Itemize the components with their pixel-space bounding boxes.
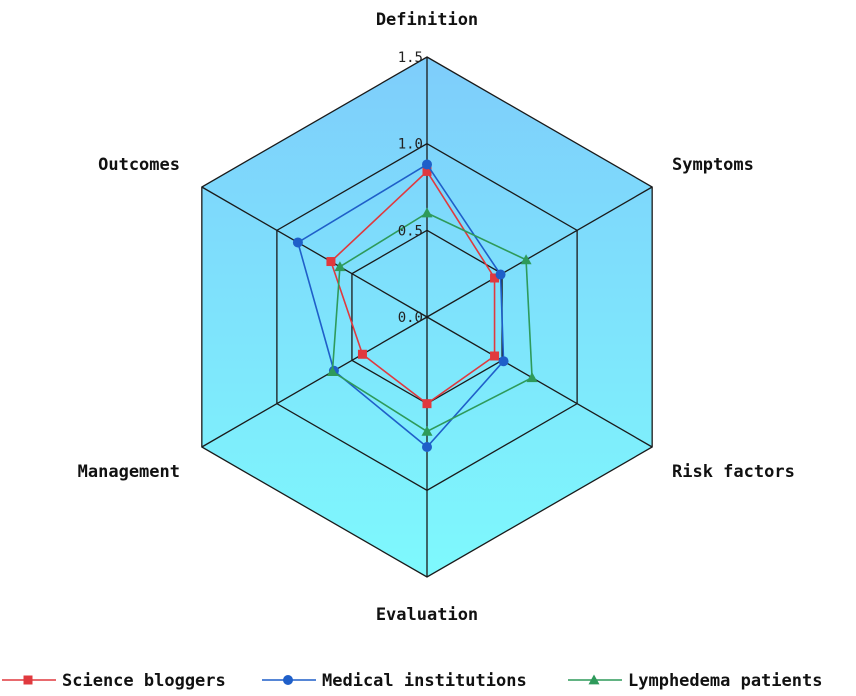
series-0: [326, 166, 500, 409]
series-0-point-5: [326, 257, 336, 267]
axis-label-4: Management: [78, 462, 180, 482]
grid-spoke-2: [426, 316, 653, 448]
series-2-point-4: [326, 366, 338, 376]
legend-marker-1: [283, 675, 293, 685]
series-1-point-5: [292, 237, 303, 248]
legend-marker-0: [23, 675, 33, 685]
legend-marker-2: [588, 674, 600, 685]
legend-item-1: Medical institutions: [262, 671, 527, 691]
chart-legend: Science bloggers Medical institutions Lymp…: [2, 671, 822, 691]
series-2-point-0: [421, 207, 433, 218]
series-0-point-4: [357, 349, 367, 359]
legend-label-0: Science bloggers: [62, 671, 226, 691]
tick-label-1: 0.5: [398, 223, 423, 239]
series-1-point-0: [422, 159, 432, 170]
series-2-point-3: [421, 425, 433, 436]
legend-label-2: Lymphedema patients: [628, 671, 822, 691]
axis-label-3: Evaluation: [376, 605, 478, 625]
legend-label-1: Medical institutions: [322, 671, 527, 691]
series-2-point-1: [520, 254, 532, 265]
axis-label-1: Symptoms: [672, 155, 754, 175]
legend-item-0: Science bloggers: [2, 671, 226, 691]
series-0-point-0: [422, 166, 432, 176]
series-0-point-3: [422, 399, 432, 409]
grid-spoke-1: [426, 186, 653, 318]
series-1-point-1: [495, 269, 506, 280]
series-0-point-1: [490, 273, 500, 283]
tick-label-0: 0.0: [398, 310, 423, 326]
series-2-point-2: [526, 372, 538, 383]
axis-label-2: Risk factors: [672, 462, 795, 482]
legend-item-2: Lymphedema patients: [568, 671, 822, 691]
series-2-point-5: [334, 261, 346, 272]
series-1-point-3: [422, 442, 432, 452]
tick-label-3: 1.5: [398, 50, 423, 66]
axis-label-5: Outcomes: [98, 155, 180, 175]
series-1-point-2: [498, 356, 509, 367]
radar-series: [292, 159, 538, 452]
series-2: [326, 207, 538, 436]
tick-label-2: 1.0: [398, 137, 423, 153]
grid-spoke-5: [201, 186, 428, 318]
axis-label-0: Definition: [376, 10, 478, 30]
grid-spoke-4: [201, 316, 428, 448]
series-0-point-2: [490, 351, 500, 361]
